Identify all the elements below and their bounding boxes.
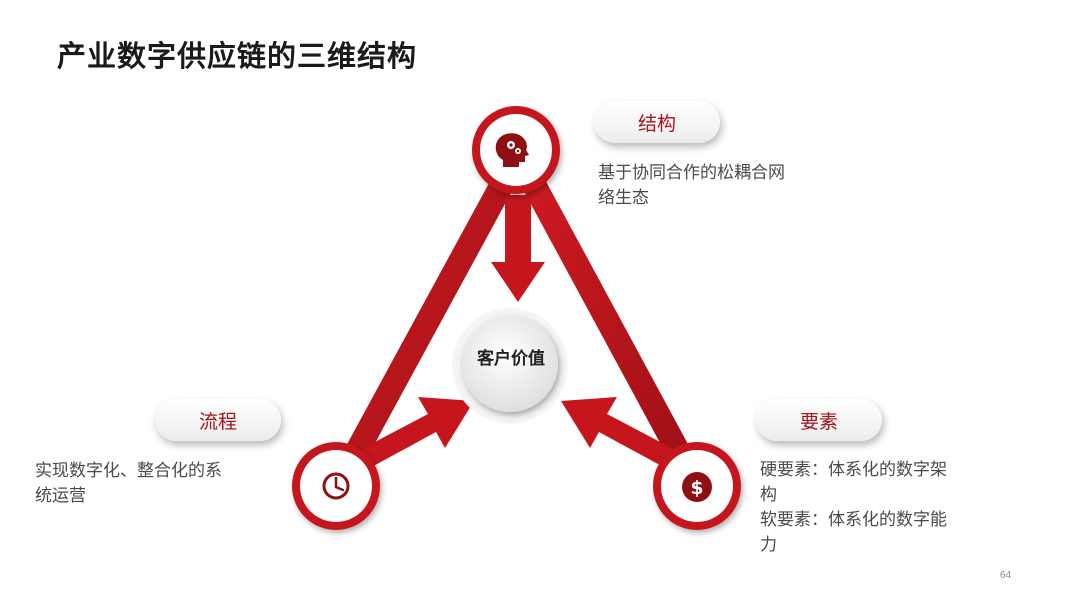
center-node — [452, 308, 568, 424]
pill-process: 流程 — [155, 399, 281, 441]
center-label: 客户价值 — [477, 349, 545, 369]
desc-elements-line: 软要素：体系化的数字能 — [760, 510, 947, 530]
pill-elements-label: 要素 — [799, 410, 838, 433]
node-structure — [472, 106, 560, 194]
desc-structure: 基于协同合作的松耦合网 络生态 — [598, 161, 785, 211]
arrow-structure-to-center — [491, 195, 545, 302]
desc-process-line: 统运营 — [35, 486, 86, 506]
pill-structure: 结构 — [594, 101, 720, 143]
triangle-edges — [326, 143, 709, 498]
node-process — [292, 442, 380, 530]
clock-icon — [322, 472, 350, 500]
arrow-elements-to-center — [561, 397, 679, 470]
desc-elements-line: 硬要素：体系化的数字架 — [760, 460, 947, 480]
node-elements: $ — [653, 442, 741, 530]
pill-structure-label: 结构 — [637, 112, 676, 135]
dollar-icon: $ — [682, 472, 712, 502]
pill-process-label: 流程 — [198, 410, 237, 433]
desc-elements: 硬要素：体系化的数字架 构 软要素：体系化的数字能 力 — [760, 458, 947, 558]
page-title: 产业数字供应链的三维结构 — [57, 39, 418, 73]
pill-elements: 要素 — [756, 399, 882, 441]
desc-elements-line: 力 — [760, 535, 777, 555]
desc-process: 实现数字化、整合化的系 统运营 — [35, 459, 222, 509]
brain-gears-icon — [495, 133, 529, 167]
desc-elements-line: 构 — [760, 485, 777, 505]
arrow-process-to-center — [356, 397, 474, 470]
page-number: 64 — [1000, 570, 1012, 581]
svg-text:$: $ — [690, 477, 703, 499]
desc-structure-line: 络生态 — [598, 188, 649, 208]
desc-structure-line: 基于协同合作的松耦合网 — [598, 163, 785, 183]
desc-process-line: 实现数字化、整合化的系 — [35, 461, 222, 481]
